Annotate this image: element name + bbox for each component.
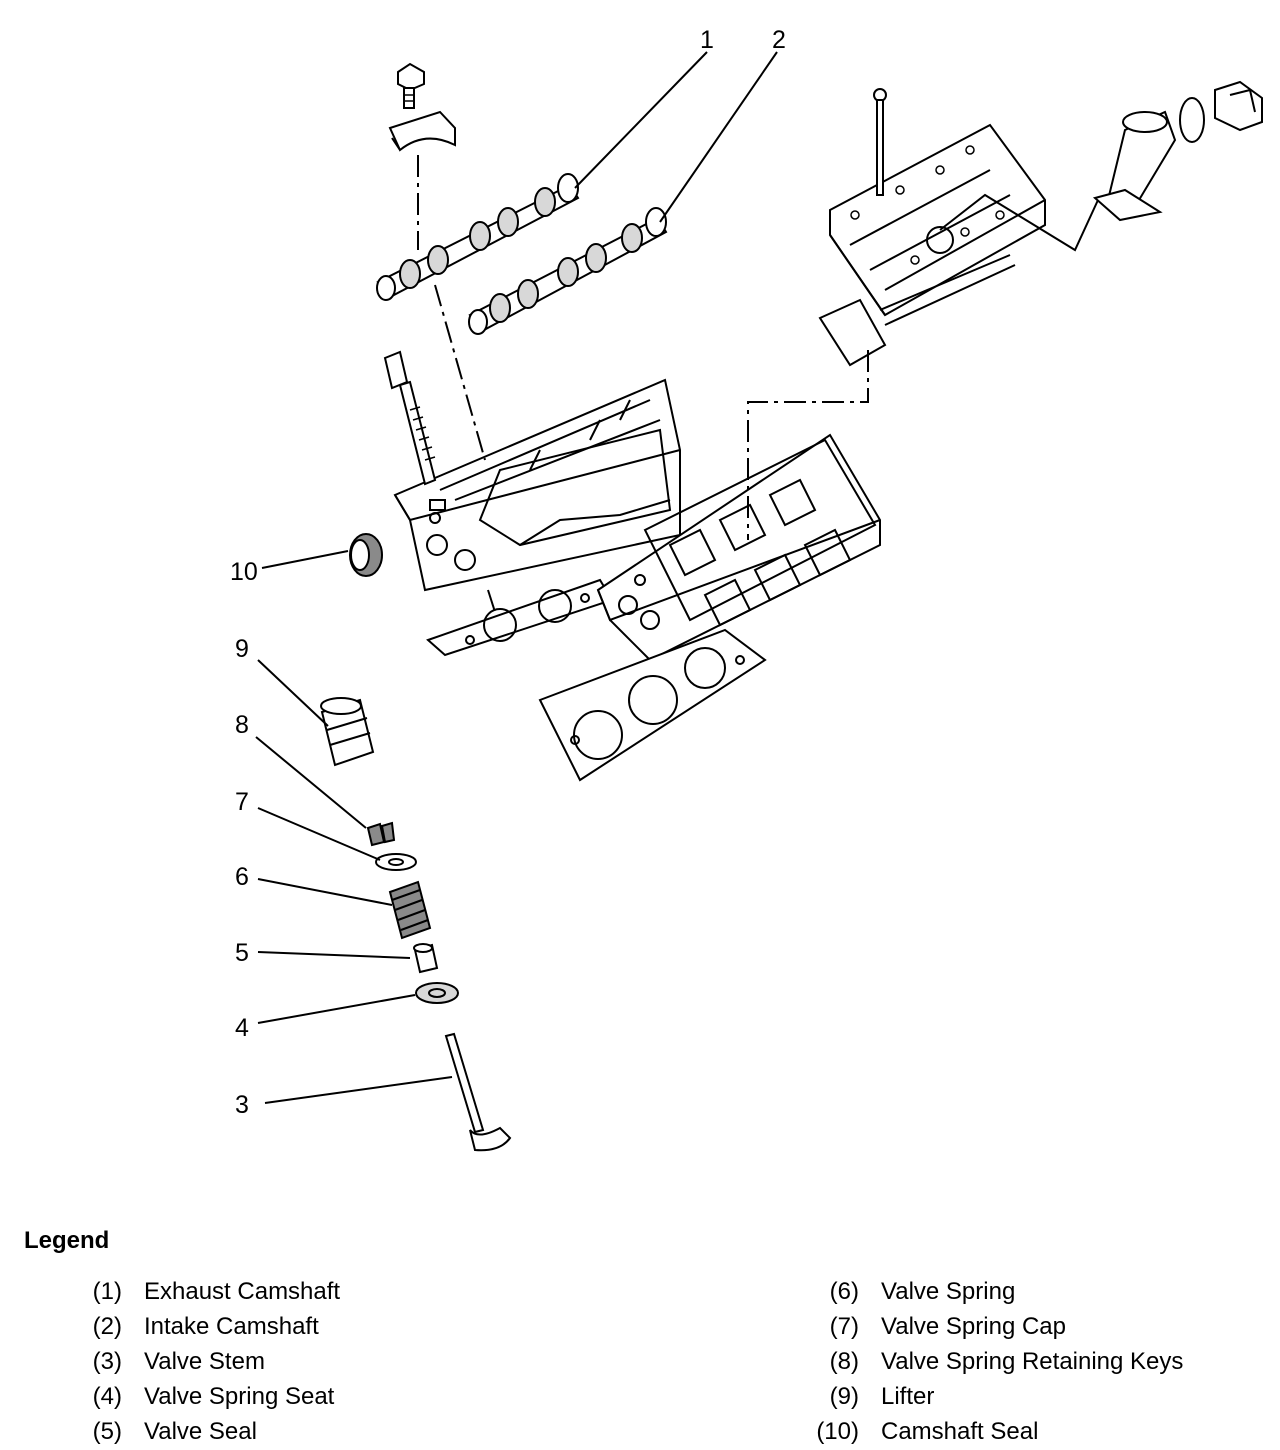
- right-head-gasket: [538, 628, 767, 782]
- legend-item: (7) Valve Spring Cap: [805, 1310, 1183, 1345]
- legend-item: (9) Lifter: [805, 1380, 1183, 1415]
- valve-spring-retaining-keys: [366, 821, 396, 847]
- alignment-lines: [417, 155, 1099, 613]
- lifter: [320, 697, 375, 767]
- valve-spring: [388, 880, 432, 940]
- callout-10: 10: [230, 558, 258, 586]
- valve-spring-cap: [375, 853, 417, 871]
- legend-item: (3) Valve Stem: [80, 1345, 340, 1380]
- callout-labels: 1 2 3 4 5 6 7 8 9 10: [230, 26, 786, 1119]
- callout-3: 3: [235, 1091, 249, 1119]
- legend-item-number: (5): [92, 1418, 122, 1445]
- callout-8: 8: [235, 711, 249, 739]
- legend-item-label: Valve Spring Retaining Keys: [881, 1348, 1184, 1375]
- legend-item: (10) Camshaft Seal: [805, 1415, 1183, 1450]
- head-bolt: [383, 350, 437, 486]
- legend-item-number: (2): [92, 1313, 122, 1340]
- legend-item: (2) Intake Camshaft: [80, 1310, 340, 1345]
- legend-item-number: (9): [829, 1383, 859, 1410]
- legend-item-label: Valve Seal: [144, 1418, 257, 1445]
- cam-bearing-cap: [388, 110, 456, 152]
- legend-item: (6) Valve Spring: [805, 1275, 1183, 1310]
- legend-column-left: (1) Exhaust Camshaft (2) Intake Camshaft (…: [80, 1275, 340, 1450]
- callout-9: 9: [235, 635, 249, 663]
- housing-bolt: [873, 88, 887, 196]
- callout-2: 2: [772, 26, 786, 54]
- legend-item-number: (6): [829, 1278, 859, 1305]
- oil-filler-o-ring: [1179, 97, 1205, 143]
- legend-item: (4) Valve Spring Seat: [80, 1380, 340, 1415]
- legend-item: (5) Valve Seal: [80, 1415, 340, 1450]
- leader-lines: [255, 51, 778, 1104]
- callout-5: 5: [235, 939, 249, 967]
- legend-item-number: (10): [816, 1418, 859, 1445]
- legend-item-number: (1): [92, 1278, 122, 1305]
- legend-item-label: Intake Camshaft: [144, 1313, 319, 1340]
- left-head-gasket: [426, 578, 614, 657]
- legend-item-label: Valve Spring: [881, 1278, 1016, 1305]
- camshaft-seal: [349, 533, 383, 577]
- valve-stem: [444, 1032, 512, 1152]
- callout-7: 7: [235, 788, 249, 816]
- left-cylinder-head: [393, 378, 681, 592]
- legend-item-label: Valve Stem: [144, 1348, 265, 1375]
- callout-6: 6: [235, 863, 249, 891]
- exhaust-camshaft: [376, 173, 580, 301]
- legend-item-label: Lifter: [881, 1383, 935, 1410]
- callout-1: 1: [700, 26, 714, 54]
- legend-item-label: Valve Spring Seat: [144, 1383, 335, 1410]
- oil-filler-tube: [1092, 110, 1177, 222]
- valve-spring-seat: [415, 982, 459, 1004]
- legend-title: Legend: [24, 1227, 110, 1254]
- legend-item-number: (3): [92, 1348, 122, 1375]
- intake-camshaft: [468, 207, 668, 335]
- valve-seal: [413, 943, 439, 974]
- legend-item-label: Valve Spring Cap: [881, 1313, 1066, 1340]
- cam-cap-bolt: [397, 62, 425, 109]
- legend-item-number: (8): [829, 1348, 859, 1375]
- legend-item-label: Exhaust Camshaft: [144, 1278, 341, 1305]
- camshaft-housing: [818, 123, 1046, 367]
- legend-column-right: (6) Valve Spring (7) Valve Spring Cap (8) V…: [805, 1275, 1183, 1450]
- oil-filler-cap: [1214, 80, 1263, 132]
- legend-item-label: Camshaft Seal: [881, 1418, 1039, 1445]
- legend-item: (1) Exhaust Camshaft: [80, 1275, 340, 1310]
- legend-item-number: (7): [829, 1313, 859, 1340]
- legend-item-number: (4): [92, 1383, 122, 1410]
- legend-item: (8) Valve Spring Retaining Keys: [805, 1345, 1184, 1380]
- right-cylinder-head: [596, 433, 881, 662]
- exploded-view-diagram: 1 2 3 4 5 6 7 8 9 10: [230, 26, 1263, 1152]
- callout-4: 4: [235, 1014, 249, 1042]
